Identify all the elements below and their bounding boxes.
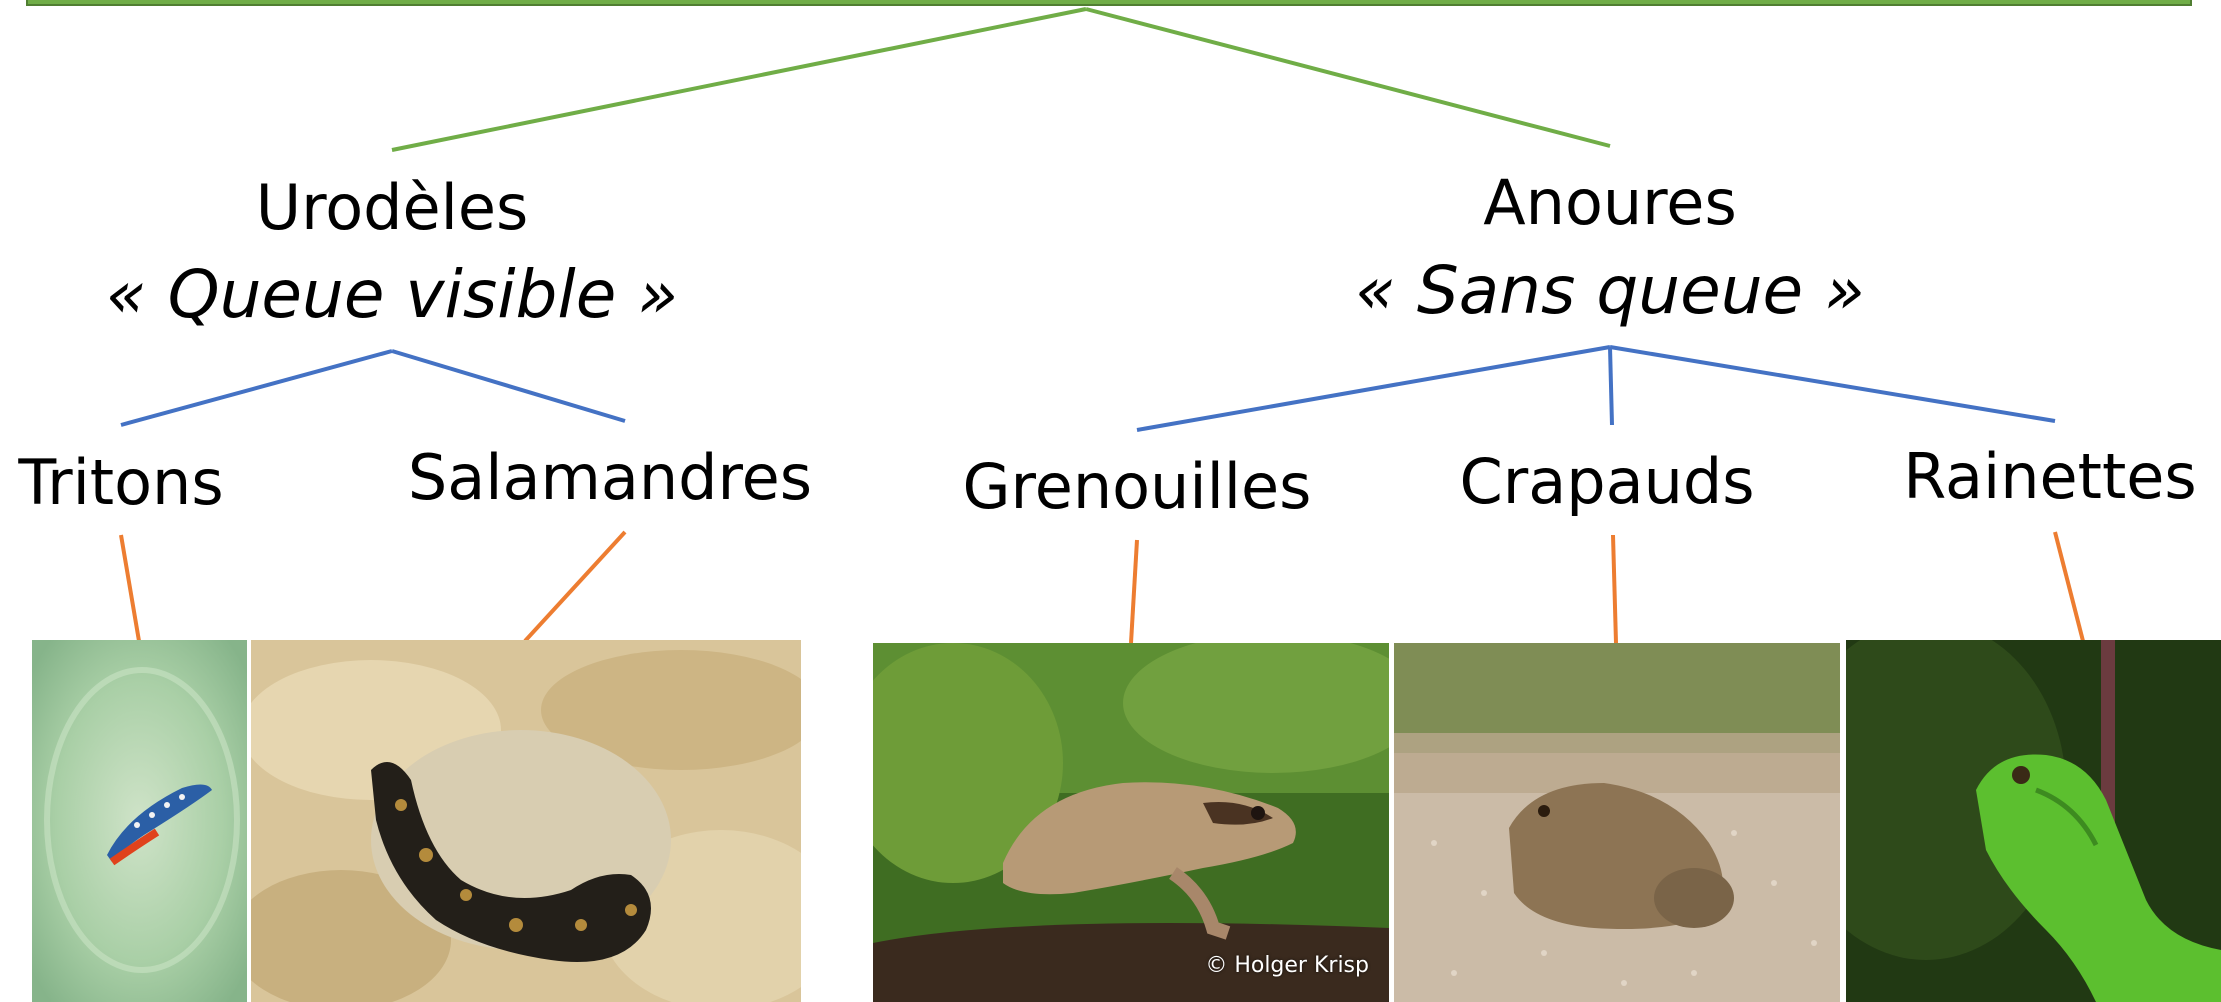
- crapauds-label: Crapauds: [1459, 451, 1754, 513]
- anoures-title: Anoures: [1483, 172, 1737, 234]
- grenouilles-label: Grenouilles: [963, 456, 1312, 518]
- photo-credit: © Holger Krisp: [1205, 953, 1369, 978]
- urodeles-subtitle: « Queue visible »: [106, 262, 678, 328]
- connector-anoures-grenouilles: [1137, 347, 1610, 430]
- tritons-label: Tritons: [18, 452, 223, 514]
- salamander-photo: [251, 640, 801, 1002]
- urodeles-title: Urodèles: [256, 177, 529, 239]
- connector-root-anoures: [1086, 9, 1610, 146]
- connector-urodeles-salamandres: [392, 351, 625, 421]
- connector-anoures-crapauds: [1610, 347, 1612, 425]
- frog-photo: © Holger Krisp: [873, 643, 1389, 1002]
- newt-photo: [32, 640, 247, 1002]
- connector-salamandres-photo: [525, 532, 625, 641]
- connector-crapauds-photo: [1613, 535, 1616, 643]
- connector-rainettes-photo: [2055, 532, 2083, 641]
- rainettes-label: Rainettes: [1903, 446, 2196, 508]
- connector-tritons-photo: [121, 535, 139, 641]
- connector-root-urodeles: [392, 9, 1086, 150]
- salamandres-label: Salamandres: [408, 447, 812, 509]
- toad-photo: [1394, 643, 1840, 1002]
- tree-frog-photo: [1846, 640, 2221, 1002]
- connector-anoures-rainettes: [1610, 347, 2055, 421]
- anoures-subtitle: « Sans queue »: [1355, 258, 1865, 324]
- connector-urodeles-tritons: [121, 351, 392, 425]
- connector-grenouilles-photo: [1131, 540, 1137, 643]
